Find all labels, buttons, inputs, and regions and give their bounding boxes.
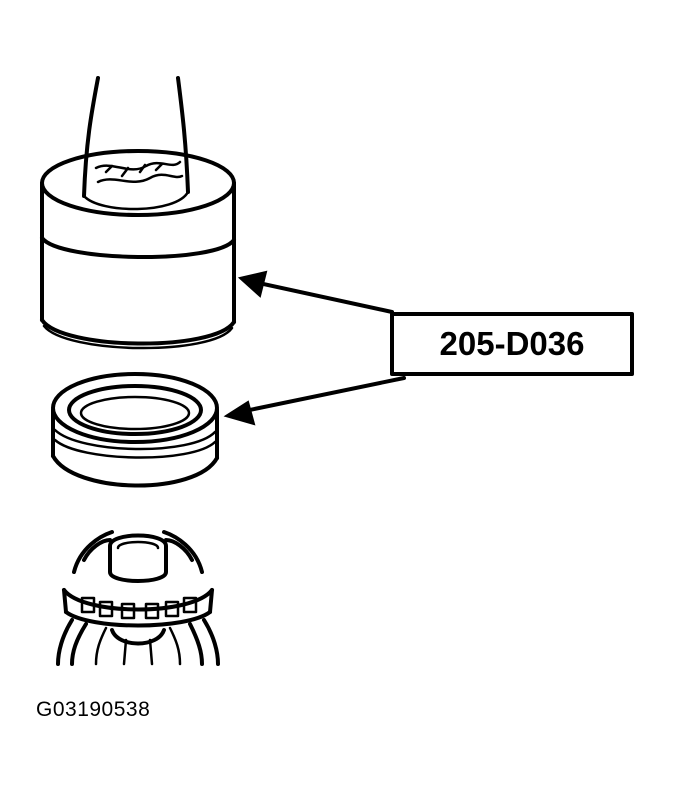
callout-leaders <box>223 270 634 426</box>
arrowhead-upper <box>237 270 268 298</box>
arrowhead-lower <box>223 400 256 426</box>
hub-assembly <box>56 530 220 666</box>
installer-tool-cylinder <box>40 76 236 350</box>
seal-ring <box>51 372 219 488</box>
tool-number-label: 205-D036 <box>439 325 585 362</box>
figure-id: G03190538 <box>36 698 151 721</box>
callout-box <box>390 312 634 376</box>
